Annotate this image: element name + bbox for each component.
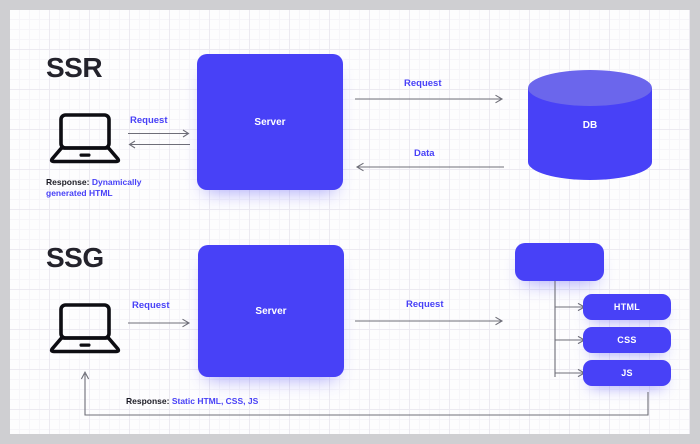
ssr-client-request-label: Request bbox=[130, 115, 168, 126]
ssr-client-server-arrows bbox=[128, 129, 192, 149]
ssg-asset-label: JS bbox=[621, 368, 633, 378]
ssr-db-request-label: Request bbox=[404, 78, 442, 89]
ssr-db-data-label: Data bbox=[414, 148, 435, 159]
ssr-db-label: DB bbox=[582, 119, 598, 131]
diagram-canvas: SSR Request Response: Dynamically genera… bbox=[10, 10, 690, 434]
ssg-build-output-box[interactable] bbox=[515, 243, 604, 281]
ssg-asset-box-css[interactable]: CSS bbox=[583, 327, 671, 353]
ssr-heading: SSR bbox=[46, 52, 103, 83]
ssg-server-box[interactable]: Server bbox=[198, 245, 344, 377]
ssg-server-label: Server bbox=[255, 305, 287, 317]
ssr-response-label: Response: Dynamically generated HTML bbox=[46, 177, 166, 200]
ssr-server-label: Server bbox=[254, 116, 286, 128]
ssr-db-to-server-arrow bbox=[355, 162, 505, 172]
ssg-asset-label: CSS bbox=[617, 335, 637, 345]
ssr-client-laptop-icon bbox=[48, 112, 122, 164]
ssg-client-to-server-arrow bbox=[128, 318, 192, 328]
ssr-response-prefix: Response: bbox=[46, 177, 92, 187]
ssg-asset-box-js[interactable]: JS bbox=[583, 360, 671, 386]
ssg-response-value: Static HTML, CSS, JS bbox=[171, 396, 259, 406]
ssg-response-label: Response: Static HTML, CSS, JS bbox=[126, 396, 258, 407]
ssg-response-path bbox=[80, 370, 653, 420]
ssg-client-request-label: Request bbox=[132, 300, 170, 311]
ssg-asset-label: HTML bbox=[613, 302, 641, 312]
ssg-heading: SSG bbox=[46, 242, 104, 273]
ssr-server-to-db-arrow bbox=[355, 94, 505, 104]
ssg-server-to-build-arrow bbox=[355, 316, 505, 326]
ssg-client-laptop-icon bbox=[48, 302, 122, 354]
ssg-build-request-label: Request bbox=[406, 299, 444, 310]
ssg-response-prefix: Response: bbox=[126, 396, 172, 406]
ssr-database-cylinder-icon[interactable]: DB bbox=[527, 70, 653, 180]
ssg-asset-box-html[interactable]: HTML bbox=[583, 294, 671, 320]
ssr-server-box[interactable]: Server bbox=[197, 54, 343, 190]
ssr-response-value: Dynamically generated HTML bbox=[46, 177, 142, 199]
